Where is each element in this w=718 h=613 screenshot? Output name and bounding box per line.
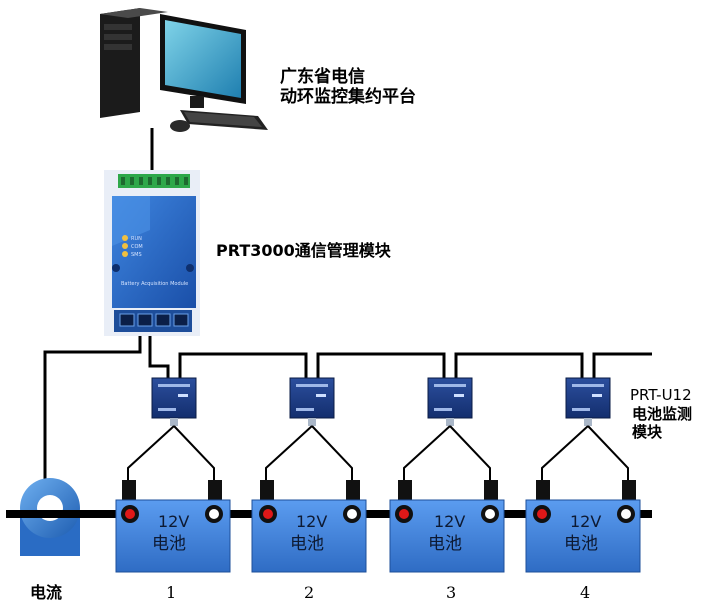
battery-name: 电池 xyxy=(428,534,462,554)
battery-name: 电池 xyxy=(152,534,186,554)
battery-voltage: 12V xyxy=(296,512,327,531)
led-sms-label: SMS xyxy=(131,252,142,258)
monitor-module-label-line3: 模块 xyxy=(632,423,663,441)
battery-unit-1: 12V 电池 1 xyxy=(115,377,231,602)
battery-unit-2: 12V 电池 2 xyxy=(251,377,367,602)
led-run-label: RUN xyxy=(131,236,142,242)
battery-number: 3 xyxy=(446,583,456,602)
battery-voltage: 12V xyxy=(570,512,601,531)
comm-device-text: Battery Acquisition Module xyxy=(121,281,188,287)
comm-module-device: RUN COM SMS Battery Acquisition Module xyxy=(104,170,200,336)
battery-number: 2 xyxy=(304,583,314,602)
battery-voltage: 12V xyxy=(158,512,189,531)
battery-unit-3: 12V 电池 3 xyxy=(389,377,505,602)
battery-voltage: 12V xyxy=(434,512,465,531)
battery-number: 1 xyxy=(166,583,176,602)
current-sensor-label: 电流 xyxy=(30,583,62,602)
platform-label-line1: 广东省电信 xyxy=(280,66,365,87)
battery-name: 电池 xyxy=(564,534,598,554)
current-sensor-icon xyxy=(6,478,80,556)
platform-label-line2: 动环监控集约平台 xyxy=(280,86,416,107)
battery-unit-4: 12V 电池 4 xyxy=(525,377,641,602)
monitor-module-label-line2: 电池监测 xyxy=(632,405,692,423)
comm-module-label: PRT3000通信管理模块 xyxy=(216,241,392,260)
comm-bus-wiring xyxy=(43,336,652,486)
monitor-module-label-line1: PRT-U12 xyxy=(630,386,692,404)
battery-name: 电池 xyxy=(290,534,324,554)
led-com-label: COM xyxy=(131,244,143,250)
battery-number: 4 xyxy=(580,583,590,602)
computer-icon xyxy=(100,8,268,132)
